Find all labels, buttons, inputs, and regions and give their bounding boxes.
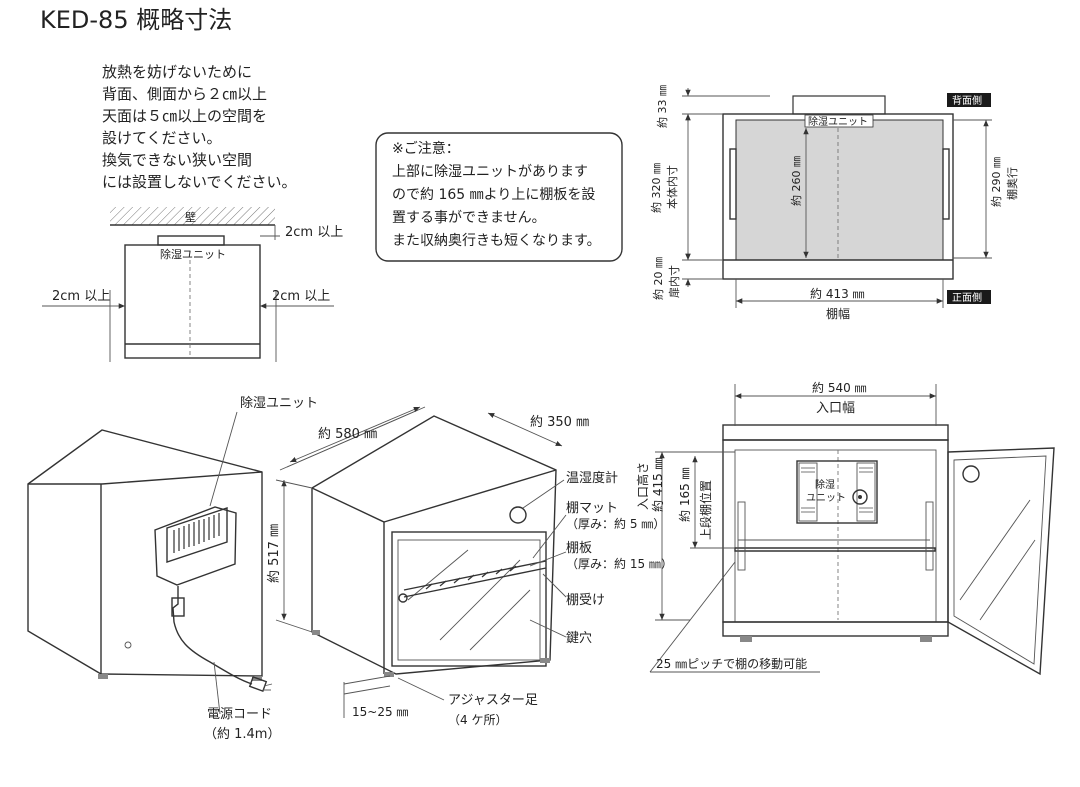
- keyhole-label: 鍵穴: [566, 630, 592, 646]
- clearance-top-label: 2cm 以上: [285, 225, 343, 240]
- back-unit-label: 除湿ユニット: [240, 396, 318, 411]
- back-side-tag-text: 背面側: [952, 94, 982, 107]
- dim-165: 約 165 ㎜: [677, 467, 692, 522]
- clearance-unit-label: 除湿ユニット: [160, 247, 226, 261]
- vent-grille: [173, 513, 220, 553]
- dim-415: 約 415 ㎜: [650, 457, 665, 512]
- caution-line: 置する事ができません。: [392, 210, 546, 226]
- caution-line: 上部に除湿ユニットがあります: [392, 164, 588, 180]
- wall-hatch: [110, 207, 275, 225]
- dim-320: 約 320 ㎜: [649, 163, 663, 213]
- install-note: 放熱を妨げないために 背面、側面から２㎝以上 天面は５㎝以上の空間を 設けてくだ…: [102, 63, 297, 191]
- install-note-line: 天面は５㎝以上の空間を: [102, 107, 267, 125]
- dim-320-label: 本体内寸: [665, 165, 679, 209]
- caution-line: ※ご注意：: [392, 140, 460, 157]
- dim-413-label: 棚幅: [826, 306, 850, 321]
- caution-box: ※ご注意： 上部に除湿ユニットがあります ので約 165 ㎜より上に棚板を設 置…: [375, 132, 623, 262]
- front-side-tag: [947, 290, 991, 304]
- dim-350: 約 350 ㎜: [530, 415, 589, 430]
- back-iso-view: 除湿ユニット 電源コード （約 1.4m）: [27, 396, 318, 742]
- front-iso-view: 約 580 ㎜ 約 350 ㎜ 約 517 ㎜ 温湿度計 棚マット （厚み：約 …: [267, 406, 673, 727]
- power-cord: [172, 586, 253, 685]
- install-note-line: 放熱を妨げないために: [102, 63, 252, 81]
- cord-length: （約 1.4m）: [204, 727, 280, 742]
- wall-label: 壁: [185, 210, 196, 224]
- dim-517: 約 517 ㎜: [267, 524, 282, 583]
- top-view-unit-label: 除湿ユニット: [808, 115, 868, 128]
- dim-413: 約 413 ㎜: [810, 286, 865, 301]
- shelf-board-thickness: （厚み：約 15 ㎜）: [566, 556, 673, 571]
- install-note-line: 換気できない狭い空間: [102, 151, 252, 169]
- install-note-line: 背面、側面から２㎝以上: [102, 85, 267, 103]
- front-open-view: 除湿 ユニット 約 540 ㎜ 入口幅 約 415 ㎜ 入口高さ 約 165 ㎜…: [635, 380, 1055, 676]
- hygrometer-label: 温湿度計: [566, 470, 618, 486]
- dim-540: 約 540 ㎜: [812, 380, 867, 395]
- front-side-tag-text: 正面側: [952, 291, 982, 304]
- dim-33: 約 33 ㎜: [655, 85, 669, 128]
- dim-20-label: 扉内寸: [667, 265, 681, 298]
- top-view: 背面側 正面側 除湿ユニット 約 33 ㎜ 約 320 ㎜ 本体内寸 約 260…: [649, 85, 1019, 321]
- shelf-mat-label: 棚マット: [566, 501, 618, 516]
- back-side-tag: [947, 93, 991, 107]
- install-note-line: 設けてください。: [102, 129, 222, 147]
- pitch-note: 25 ㎜ピッチで棚の移動可能: [656, 656, 807, 671]
- front-unit-label-1: 除湿: [815, 478, 835, 491]
- dim-540-label: 入口幅: [816, 401, 855, 416]
- dim-415-label: 入口高さ: [635, 462, 650, 510]
- dim-20: 約 20 ㎜: [651, 257, 665, 300]
- caution-line: ので約 165 ㎜より上に棚板を設: [392, 187, 595, 203]
- dim-260: 約 260 ㎜: [789, 156, 803, 206]
- clearance-right-label: 2cm 以上: [272, 289, 330, 304]
- dim-165-label: 上段棚位置: [698, 480, 713, 540]
- adjuster-feet-label: アジャスター足: [448, 693, 538, 708]
- dim-290-label: 棚奥行: [1005, 167, 1019, 200]
- shelf-board-label: 棚板: [566, 541, 592, 556]
- front-unit-label-2: ユニット: [806, 493, 846, 504]
- clearance-left-label: 2cm 以上: [52, 289, 110, 304]
- dim-580: 約 580 ㎜: [318, 427, 377, 442]
- shelf-support-label: 棚受け: [566, 593, 605, 608]
- dim-290: 約 290 ㎜: [989, 157, 1003, 207]
- page-title: KED-85 概略寸法: [40, 6, 232, 34]
- install-note-line: には設置しないでください。: [102, 173, 297, 191]
- cord-label: 電源コード: [207, 707, 272, 722]
- clearance-diagram: 壁 除湿ユニット 2cm 以上 2cm 以上 2cm 以上: [42, 207, 343, 362]
- adjuster-range: 15~25 ㎜: [352, 705, 408, 719]
- shelf-slats: [425, 565, 517, 590]
- adjuster-feet-count: （4 ケ所）: [448, 713, 507, 727]
- shelf-mat-thickness: （厚み：約 5 ㎜）: [566, 516, 665, 531]
- caution-line: また収納奥行きも短くなります。: [392, 232, 601, 249]
